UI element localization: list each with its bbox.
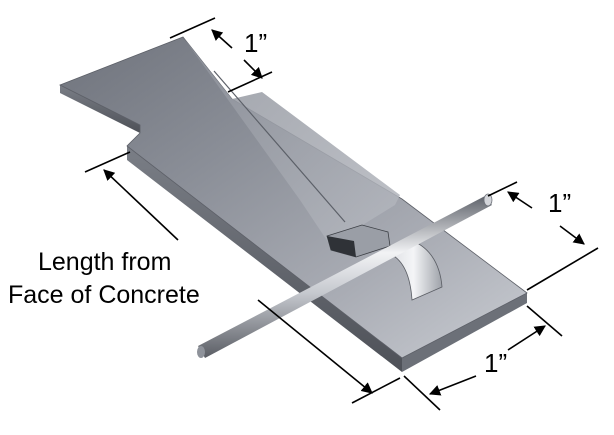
length-label-line1: Length from <box>38 248 171 276</box>
top-dim-arrow-upper <box>211 29 233 49</box>
right-dim-extension-upper <box>487 181 518 197</box>
top-dim-extension-right <box>227 71 273 93</box>
bottom-dim-arrow-left <box>428 375 477 396</box>
top-width-dimension: 1” <box>169 17 273 93</box>
right-dim-arrow-upper <box>507 191 533 209</box>
rod-body <box>198 196 492 358</box>
top-dim-extension-left <box>169 17 216 39</box>
bottom-dim-extension-right <box>526 305 563 337</box>
length-dim-arrow-upper <box>103 169 179 241</box>
bottom-dim-extension-left <box>403 375 441 411</box>
bottom-dim-arrow-right <box>507 325 546 351</box>
bottom-dimension-label: 1” <box>484 348 507 378</box>
anchor-clip <box>326 224 443 301</box>
rod-end-cap <box>483 193 493 207</box>
plate-fold-line <box>213 70 346 223</box>
plate-edges <box>60 85 527 372</box>
steel-rod <box>197 193 493 358</box>
clip-block-face <box>327 236 356 257</box>
right-rod-dimension: 1” <box>487 181 599 291</box>
plate-left-end-edge <box>60 85 140 133</box>
length-dimension: Length from Face of Concrete <box>8 151 401 404</box>
top-dim-arrow-lower <box>243 59 263 79</box>
plate-raised-strip <box>183 37 400 245</box>
clip-strap <box>383 239 443 301</box>
right-dim-extension-lower <box>526 247 599 291</box>
length-dim-extension-left <box>84 151 131 173</box>
bottom-width-dimension: 1” <box>403 305 563 411</box>
length-dim-extension-right <box>351 377 401 404</box>
plate-front-edge <box>127 146 402 372</box>
right-dimension-label: 1” <box>548 188 571 218</box>
top-dimension-label: 1” <box>244 28 267 58</box>
rod-near-end <box>197 346 205 358</box>
right-dim-arrow-lower <box>559 225 585 245</box>
plate-right-end-edge <box>402 293 527 372</box>
length-label-line2: Face of Concrete <box>8 281 200 309</box>
length-dim-arrow-lower <box>257 299 373 394</box>
